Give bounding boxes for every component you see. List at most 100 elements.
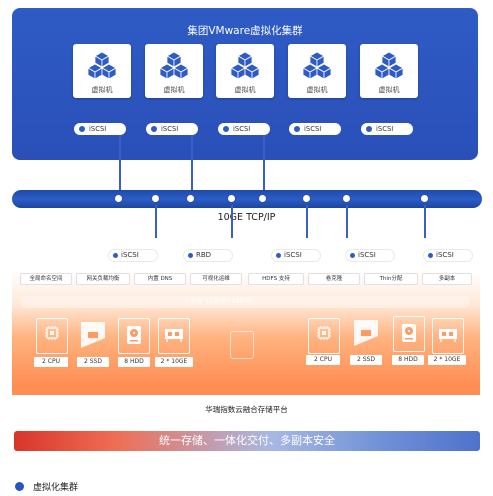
feature-tag: 内置 DNS	[134, 273, 186, 285]
cubes-icon	[230, 51, 260, 80]
hw-cpu-box	[36, 318, 68, 354]
feature-tag: 全局命名空间	[20, 273, 72, 285]
hw-label: 2 CPU	[34, 357, 68, 367]
bus-node	[151, 194, 160, 203]
iscsi-label: iSCSI	[89, 125, 107, 133]
bus-node	[114, 194, 123, 203]
vm-iscsi-pill: iSCSI	[218, 123, 270, 135]
ssd-icon	[354, 320, 378, 346]
network-card-icon	[165, 329, 183, 342]
hdd-icon	[127, 326, 141, 344]
feature-tag: Thin分配	[364, 273, 418, 285]
vm-iscsi-pill: iSCSI	[74, 123, 126, 135]
protocol-label: iSCSI	[284, 251, 302, 259]
bus-node	[420, 194, 429, 203]
protocol-pill: iSCSI	[346, 250, 394, 261]
protocol-pill: iSCSI	[424, 250, 472, 261]
dot-icon	[188, 253, 193, 258]
bus-node	[186, 194, 195, 203]
cubes-icon	[374, 51, 404, 80]
hw-ssd-box	[77, 318, 107, 352]
connector-line	[155, 205, 157, 255]
hdd-icon	[402, 324, 416, 342]
hw-nic-box	[432, 318, 464, 354]
feature-tag: 卷克隆	[308, 273, 360, 285]
cubes-icon	[159, 51, 189, 80]
cpu-icon	[317, 326, 331, 340]
vm-card-3[interactable]: 虚拟机	[216, 44, 274, 98]
iscsi-label: iSCSI	[161, 125, 179, 133]
protocol-label: iSCSI	[358, 251, 376, 259]
protocol-label: iSCSI	[121, 251, 139, 259]
connector-line	[306, 205, 308, 255]
dot-icon	[151, 126, 157, 132]
bus-node	[302, 194, 311, 203]
iscsi-label: iSCSI	[233, 125, 251, 133]
connector-line	[191, 135, 193, 192]
hw-label: 8 HDD	[392, 355, 424, 365]
cubes-icon	[87, 51, 117, 80]
vm-label: 虚拟机	[163, 86, 185, 94]
protocol-label: iSCSI	[436, 251, 454, 259]
protocol-pill: iSCSI	[272, 250, 320, 261]
bus-node	[342, 194, 351, 203]
protocol-pill: iSCSI	[109, 250, 157, 261]
feature-tag: 可视化运维	[190, 273, 242, 285]
cubes-icon	[302, 51, 332, 80]
network-label: 10GE TCP/IP	[217, 212, 276, 223]
vm-iscsi-pill: iSCSI	[361, 123, 413, 135]
dot-icon	[223, 126, 229, 132]
feature-tag: 网关负载均衡	[76, 273, 130, 285]
hw-cpu-box	[308, 318, 340, 354]
vm-card-5[interactable]: 虚拟机	[360, 44, 418, 98]
hw-hdd-box	[393, 316, 425, 352]
connector-line	[263, 135, 265, 192]
dot-icon	[79, 126, 85, 132]
cluster-title: 集团VMware虚拟化集群	[187, 25, 303, 37]
hw-nic-box	[158, 318, 190, 354]
dot-icon	[113, 253, 118, 258]
iscsi-label: iSCSI	[304, 125, 322, 133]
hw-hdd-box	[118, 318, 150, 354]
vm-iscsi-pill: iSCSI	[146, 123, 198, 135]
connector-line	[424, 205, 426, 255]
dot-icon	[366, 126, 372, 132]
hw-label: 2 CPU	[306, 355, 340, 365]
network-bus	[12, 190, 482, 208]
dot-icon	[276, 253, 281, 258]
dot-icon	[294, 126, 300, 132]
legend-swatch	[15, 482, 24, 491]
hw-label: 2 * 10GE	[428, 355, 466, 365]
feature-tag: 多副本	[422, 273, 472, 285]
vm-card-1[interactable]: 虚拟机	[73, 44, 131, 98]
platform-name: 华瑞指数云融合存储平台	[205, 405, 288, 414]
vm-label: 虚拟机	[306, 86, 328, 94]
connector-line	[119, 135, 121, 192]
feature-tag: HDFS 支持	[248, 273, 304, 285]
storage-pool-bar: 存储池（三副本 / 288TB）	[20, 296, 470, 308]
bus-node	[258, 194, 267, 203]
vm-label: 虚拟机	[378, 86, 400, 94]
cluster-node-placeholder	[230, 331, 254, 359]
hw-label: 8 HDD	[118, 357, 150, 367]
protocol-label: RBD	[196, 251, 212, 259]
connector-line	[346, 205, 348, 255]
dot-icon	[350, 253, 355, 258]
hw-label: 2 * 10GE	[155, 357, 193, 367]
vm-iscsi-pill: iSCSI	[289, 123, 341, 135]
platform-footer	[12, 395, 480, 422]
hw-label: 2 SSD	[77, 357, 109, 367]
slogan-banner: 统一存储、一体化交付、多副本安全	[14, 431, 480, 451]
bus-node	[227, 194, 236, 203]
cpu-icon	[45, 326, 59, 340]
vm-card-2[interactable]: 虚拟机	[145, 44, 203, 98]
vm-label: 虚拟机	[91, 86, 113, 94]
ssd-icon	[81, 322, 105, 348]
vm-card-4[interactable]: 虚拟机	[288, 44, 346, 98]
network-card-icon	[439, 329, 457, 342]
protocol-pill: RBD	[184, 250, 232, 261]
hw-ssd-box	[350, 316, 380, 350]
dot-icon	[428, 253, 433, 258]
vm-label: 虚拟机	[234, 86, 256, 94]
legend-label: 虚拟化集群	[33, 483, 79, 493]
